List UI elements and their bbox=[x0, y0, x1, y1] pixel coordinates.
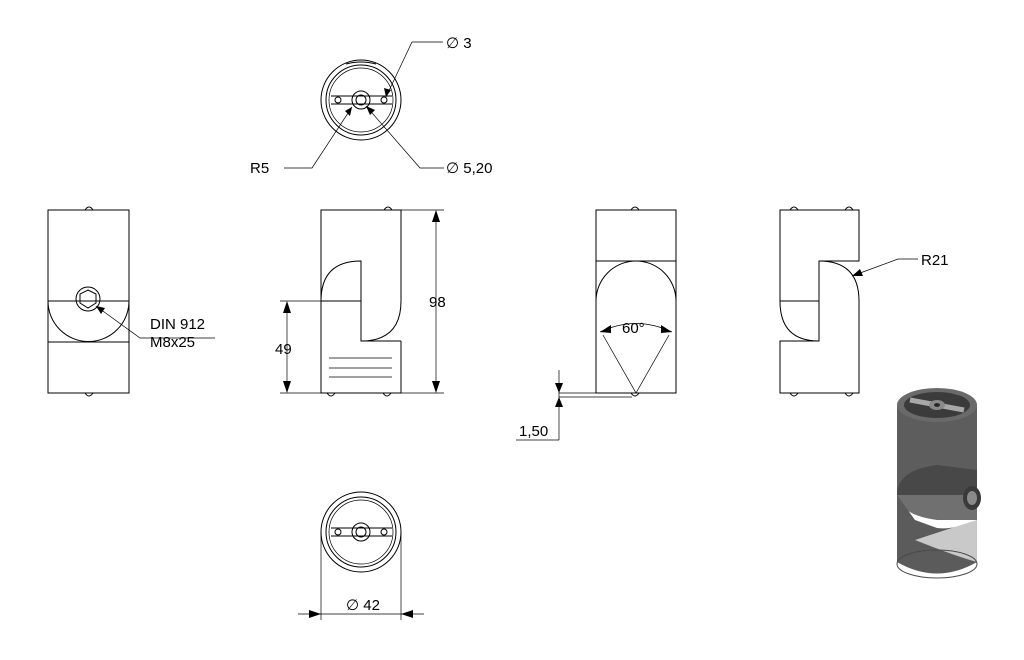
dimension-height-total: 98 bbox=[429, 294, 446, 311]
callout-hole-diameter: ∅ 3 bbox=[446, 35, 472, 52]
dimension-offset: 1,50 bbox=[519, 423, 548, 440]
callout-bore-diameter: ∅ 5,20 bbox=[446, 160, 492, 177]
dimension-height-lower: 49 bbox=[275, 341, 292, 358]
front-view bbox=[280, 206, 444, 397]
left-view bbox=[47, 206, 215, 397]
isometric-part-image bbox=[896, 388, 981, 579]
section-view bbox=[516, 206, 677, 441]
right-view bbox=[779, 206, 918, 397]
bottom-view bbox=[298, 491, 424, 620]
top-view bbox=[284, 41, 444, 169]
callout-radius-large: R21 bbox=[921, 252, 949, 269]
callout-radius-small: R5 bbox=[250, 160, 269, 177]
callout-screw-size: M8x25 bbox=[150, 334, 195, 351]
callout-screw-standard: DIN 912 bbox=[150, 316, 205, 333]
dimension-angle: 60° bbox=[622, 320, 645, 337]
dimension-outer-diameter: ∅ 42 bbox=[346, 597, 380, 614]
